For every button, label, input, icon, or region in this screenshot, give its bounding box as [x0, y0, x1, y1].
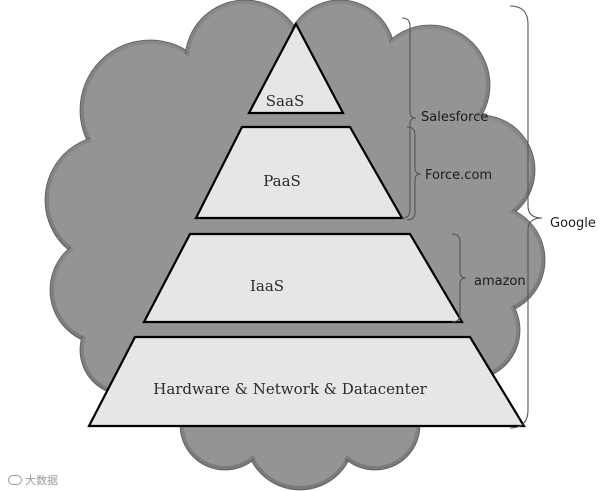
- brace-amazon: [451, 233, 467, 323]
- label-google: Google: [550, 216, 596, 231]
- pyramid: [87, 21, 526, 428]
- watermark-icon: [8, 475, 22, 485]
- label-saas: SaaS: [266, 92, 304, 110]
- watermark-text: 大数据: [25, 474, 58, 487]
- label-salesforce: Salesforce: [421, 110, 488, 125]
- label-hardware: Hardware & Network & Datacenter: [153, 380, 427, 398]
- layer-saas: [247, 21, 345, 115]
- label-iaas: IaaS: [250, 277, 284, 295]
- brace-force-com: [406, 126, 422, 221]
- brace-google: [509, 5, 543, 429]
- watermark: 大数据: [8, 472, 58, 488]
- brace-salesforce: [401, 17, 417, 219]
- label-force-com: Force.com: [425, 168, 492, 183]
- label-paas: PaaS: [263, 172, 301, 190]
- label-amazon: amazon: [474, 274, 526, 289]
- layer-iaas: [142, 232, 464, 324]
- layer-hardware: [87, 335, 526, 428]
